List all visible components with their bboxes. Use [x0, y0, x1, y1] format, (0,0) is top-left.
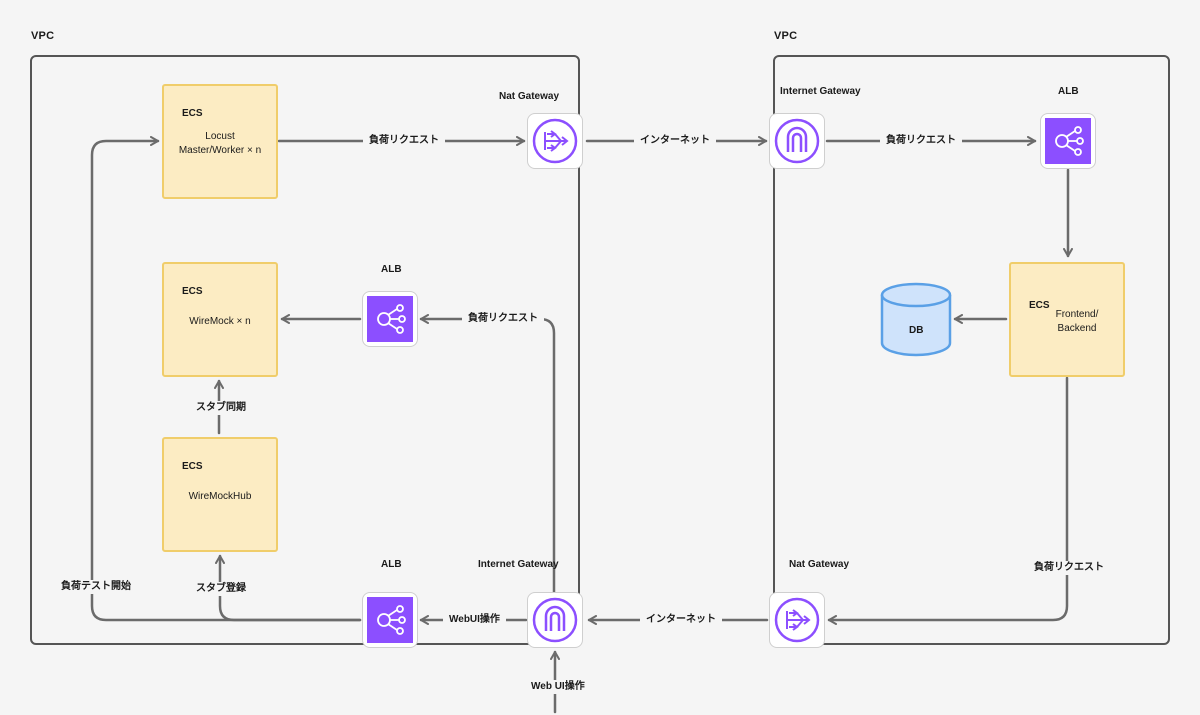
internet-gateway-right-tile: [769, 113, 825, 169]
vpc-right-boundary: [773, 55, 1170, 645]
ecs-wiremock-box: ECS WireMock × n: [162, 262, 278, 377]
igw-left-bottom-label: Internet Gateway: [478, 559, 559, 570]
ecs-wiremock-line1: WireMock × n: [189, 316, 251, 327]
internet-gateway-icon: [774, 118, 820, 164]
igw-right-top-label: Internet Gateway: [780, 86, 861, 97]
arrow-load-test-start: [90, 136, 362, 622]
arrow-igw-to-alb-mid: [419, 314, 556, 594]
ecs-locust-line2: Master/Worker × n: [178, 145, 262, 156]
ecs-wiremockhub-line1: WireMockHub: [188, 491, 252, 502]
edge-label-webui-op: WebUI操作: [443, 613, 506, 627]
nat-gateway-icon: [774, 597, 820, 643]
nat-gateway-right-tile: [769, 592, 825, 648]
edge-label-internet-bottom: インターネット: [640, 613, 722, 627]
alb-left-mid-tile: [362, 291, 418, 347]
edge-label-stub-register: スタブ登録: [190, 582, 252, 596]
edge-label-app-to-nat: 負荷リクエスト: [1028, 561, 1110, 575]
edge-label-stub-sync: スタブ同期: [190, 401, 252, 415]
db-label: DB: [909, 325, 924, 336]
alb-left-bottom-tile: [362, 592, 418, 648]
edge-label-igw-to-alb: 負荷リクエスト: [880, 134, 962, 148]
nat-left-label: Nat Gateway: [499, 91, 560, 102]
internet-gateway-left-tile: [527, 592, 583, 648]
nat-right-bottom-label: Nat Gateway: [789, 559, 850, 570]
ecs-wiremock-tag: ECS: [182, 286, 203, 297]
load-balancer-icon: [1045, 118, 1091, 164]
ecs-app-line2: Backend: [1057, 323, 1097, 334]
load-balancer-icon: [367, 597, 413, 643]
ecs-app-box: ECS Frontend/ Backend: [1009, 262, 1125, 377]
nat-gateway-icon: [532, 118, 578, 164]
alb-left-mid-label: ALB: [381, 264, 402, 275]
ecs-app-tag: ECS: [1029, 300, 1050, 311]
edge-label-load-test-start: 負荷テスト開始: [55, 580, 137, 594]
vpc-left-label: VPC: [31, 30, 55, 42]
ecs-locust-tag: ECS: [182, 108, 203, 119]
ecs-wiremockhub-tag: ECS: [182, 461, 203, 472]
edge-label-web-ui-external: Web UI操作: [525, 680, 591, 694]
nat-gateway-left-tile: [527, 113, 583, 169]
alb-right-tile: [1040, 113, 1096, 169]
edge-label-locust-to-nat: 負荷リクエスト: [363, 134, 445, 148]
edge-label-nat-to-igw: インターネット: [634, 134, 716, 148]
ecs-wiremockhub-box: ECS WireMockHub: [162, 437, 278, 552]
ecs-locust-line1: Locust: [205, 131, 235, 142]
edge-label-alb-to-wiremock: 負荷リクエスト: [462, 312, 544, 326]
alb-left-bottom-label: ALB: [381, 559, 402, 570]
database-icon: [880, 282, 952, 357]
alb-right-top-label: ALB: [1058, 86, 1079, 97]
vpc-left-boundary: [30, 55, 580, 645]
arrow-app-to-nat: [827, 376, 1069, 625]
ecs-locust-box: ECS Locust Master/Worker × n: [162, 84, 278, 199]
internet-gateway-icon: [532, 597, 578, 643]
ecs-app-line1: Frontend/: [1055, 309, 1099, 320]
load-balancer-icon: [367, 296, 413, 342]
vpc-right-label: VPC: [774, 30, 798, 42]
